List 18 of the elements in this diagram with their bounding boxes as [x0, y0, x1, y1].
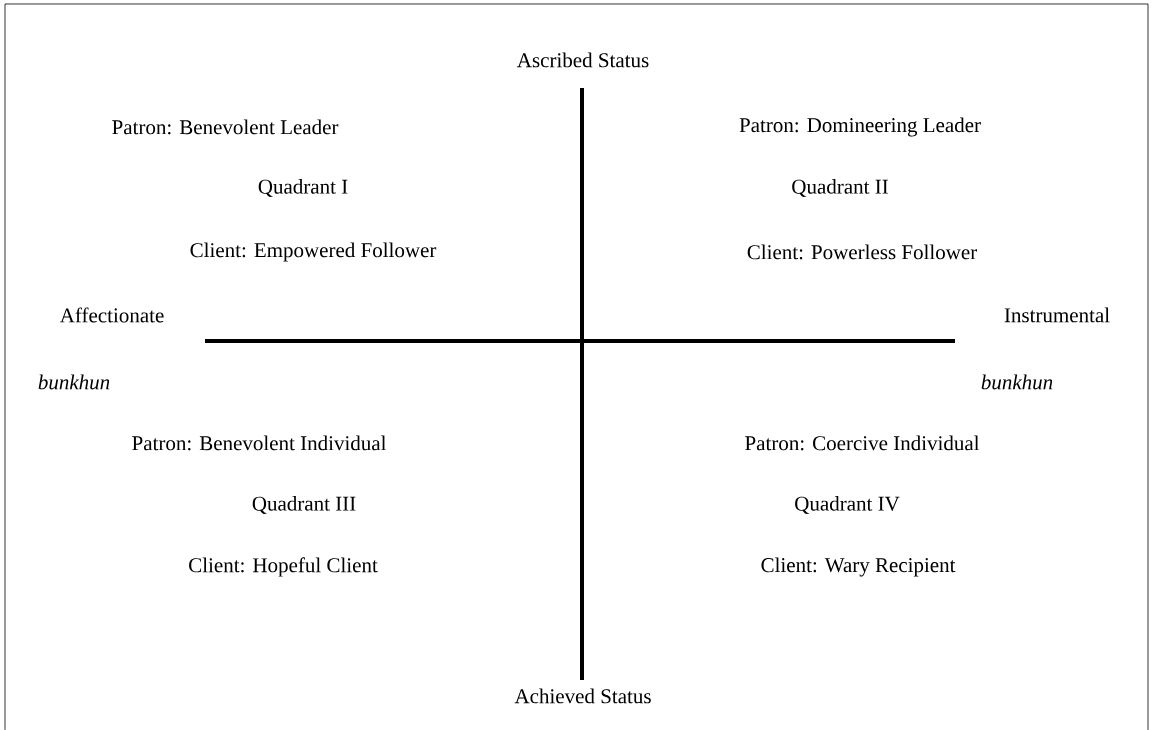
quadrant-text: Client: Wary Recipient: [761, 557, 956, 577]
quadrant-text: Client: Hopeful Client: [189, 557, 378, 577]
quadrant-text: Patron: Benevolent Individual: [132, 435, 387, 451]
quadrant-text: Patron: Benevolent Leader: [112, 119, 339, 135]
axis-sublabel: bunkhun: [38, 374, 110, 390]
quadrant-title: Quadrant III: [252, 496, 356, 514]
quadrant-title: Quadrant IV: [795, 496, 900, 514]
axis-label: Affectionate: [59, 307, 164, 323]
quadrant-title: Quadrant II: [792, 179, 888, 197]
axis-label: Instrumental: [1004, 307, 1110, 323]
quadrant-text: Client: Powerless Follower: [747, 244, 978, 260]
axis-label: Achieved Status: [514, 688, 651, 704]
axis-label: Ascribed Status: [517, 52, 649, 68]
quadrant-text: Client: Empowered Follower: [190, 242, 437, 262]
axis-sublabel: bunkhun: [981, 374, 1053, 390]
quadrant-text: Patron: Coercive Individual: [745, 435, 980, 451]
quadrant-text: Patron: Domineering Leader: [739, 117, 981, 137]
quadrant-title: Quadrant I: [258, 179, 348, 197]
